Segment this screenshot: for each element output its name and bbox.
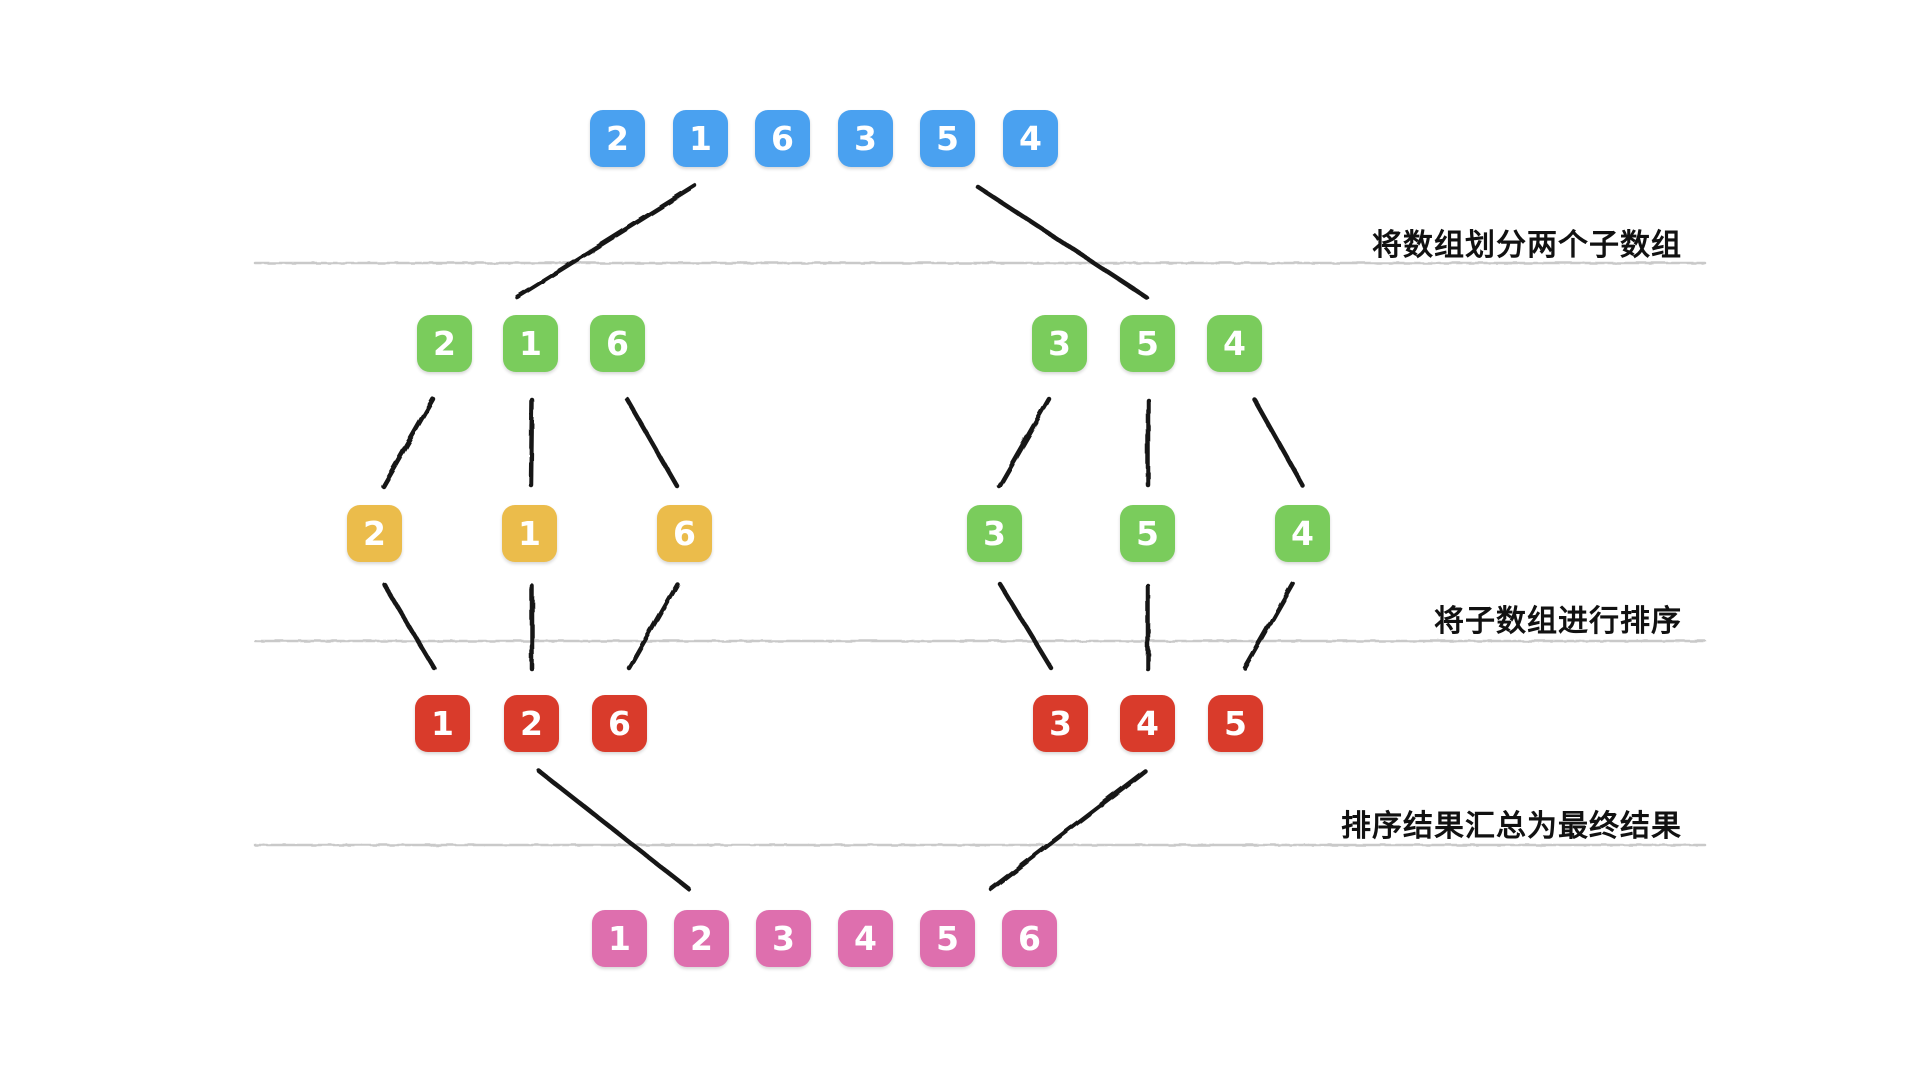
cell-elements-right-0: 3 xyxy=(967,505,1022,562)
cell-initial-3: 3 xyxy=(838,110,893,167)
cell-merged-1: 2 xyxy=(674,910,729,967)
cell-sorted-left-0: 1 xyxy=(415,695,470,752)
cell-initial-5: 4 xyxy=(1003,110,1058,167)
connector-line xyxy=(528,397,535,488)
cell-elements-right-2: 4 xyxy=(1275,505,1330,562)
connector-line xyxy=(996,396,1052,489)
cell-split-right-2: 4 xyxy=(1207,315,1262,372)
connector-line xyxy=(626,581,680,671)
connector-line xyxy=(1251,396,1306,489)
cell-elements-left-1: 1 xyxy=(502,505,557,562)
cell-sorted-left-1: 2 xyxy=(504,695,559,752)
cell-elements-left-2: 6 xyxy=(657,505,712,562)
cell-split-left-2: 6 xyxy=(590,315,645,372)
cell-initial-0: 2 xyxy=(590,110,645,167)
connector-line xyxy=(514,183,698,300)
cell-split-right-0: 3 xyxy=(1032,315,1087,372)
cell-initial-2: 6 xyxy=(755,110,810,167)
step-label-sort: 将子数组进行排序 xyxy=(1434,604,1682,639)
cell-sorted-right-0: 3 xyxy=(1033,695,1088,752)
cell-sorted-left-2: 6 xyxy=(592,695,647,752)
cell-sorted-right-1: 4 xyxy=(1120,695,1175,752)
cell-merged-3: 4 xyxy=(838,910,893,967)
cell-sorted-right-2: 5 xyxy=(1208,695,1263,752)
cell-split-right-1: 5 xyxy=(1120,315,1175,372)
cell-elements-right-1: 5 xyxy=(1120,505,1175,562)
connector-line xyxy=(988,768,1148,892)
cell-elements-left-0: 2 xyxy=(347,505,402,562)
connector-line xyxy=(1242,581,1296,671)
connector-line xyxy=(381,581,437,671)
cell-merged-5: 6 xyxy=(1002,910,1057,967)
cell-split-left-1: 1 xyxy=(503,315,558,372)
connector-line xyxy=(997,581,1054,671)
step-label-merge: 排序结果汇总为最终结果 xyxy=(1341,809,1682,844)
cell-merged-2: 3 xyxy=(756,910,811,967)
connector-line xyxy=(536,768,692,892)
cell-split-left-0: 2 xyxy=(417,315,472,372)
connector-line xyxy=(975,184,1149,300)
step-label-divide: 将数组划分两个子数组 xyxy=(1372,228,1682,263)
connector-line xyxy=(624,396,680,489)
cell-merged-0: 1 xyxy=(592,910,647,967)
connector-line xyxy=(380,396,436,489)
cell-initial-4: 5 xyxy=(920,110,975,167)
cell-initial-1: 1 xyxy=(673,110,728,167)
cell-merged-4: 5 xyxy=(920,910,975,967)
